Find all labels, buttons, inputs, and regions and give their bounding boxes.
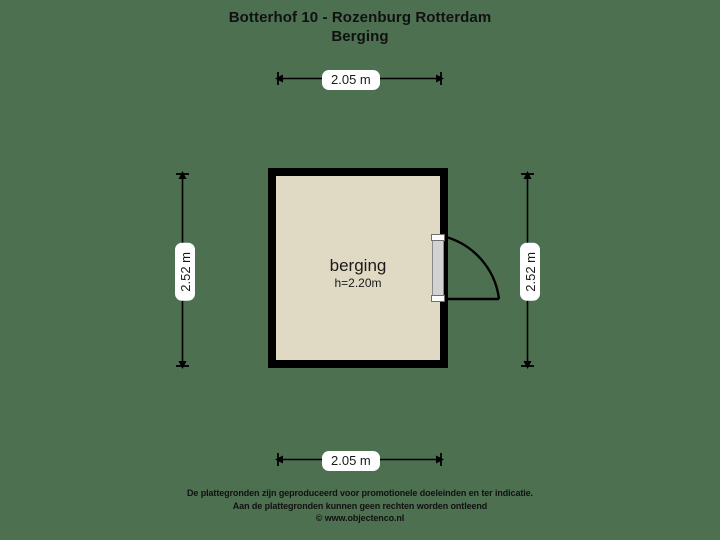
disclaimer-line2: Aan de plattegronden kunnen geen rechten… <box>232 500 488 511</box>
plan-title-line2: Berging <box>331 28 389 45</box>
disclaimer-line1: De plattegronden zijn geproduceerd voor … <box>187 488 533 498</box>
room-label-berging: berging h=2.20m <box>276 256 440 291</box>
plan-title: Botterhof 10 - Rozenburg Rotterdam Bergi… <box>0 8 720 46</box>
dimension-label-bottom: 2.05 m <box>322 451 380 471</box>
dimension-label-right: 2.52 m <box>520 243 540 301</box>
dimension-label-top: 2.05 m <box>322 70 380 90</box>
disclaimer-footer: De plattegronden zijn geproduceerd voor … <box>0 487 720 525</box>
room-floor-berging <box>276 176 440 360</box>
door-swing-arc <box>441 234 501 301</box>
room-ceiling-height: h=2.20m <box>334 276 382 290</box>
copyright-website: © www.objectenco.nl <box>315 513 405 523</box>
door-hinge-top <box>431 234 445 241</box>
door-hinge-bottom <box>431 295 445 302</box>
plan-title-line1: Botterhof 10 - Rozenburg Rotterdam <box>228 9 492 26</box>
door-leaf <box>432 236 444 300</box>
dimension-label-left: 2.52 m <box>175 243 195 301</box>
room-name: berging <box>329 256 387 275</box>
